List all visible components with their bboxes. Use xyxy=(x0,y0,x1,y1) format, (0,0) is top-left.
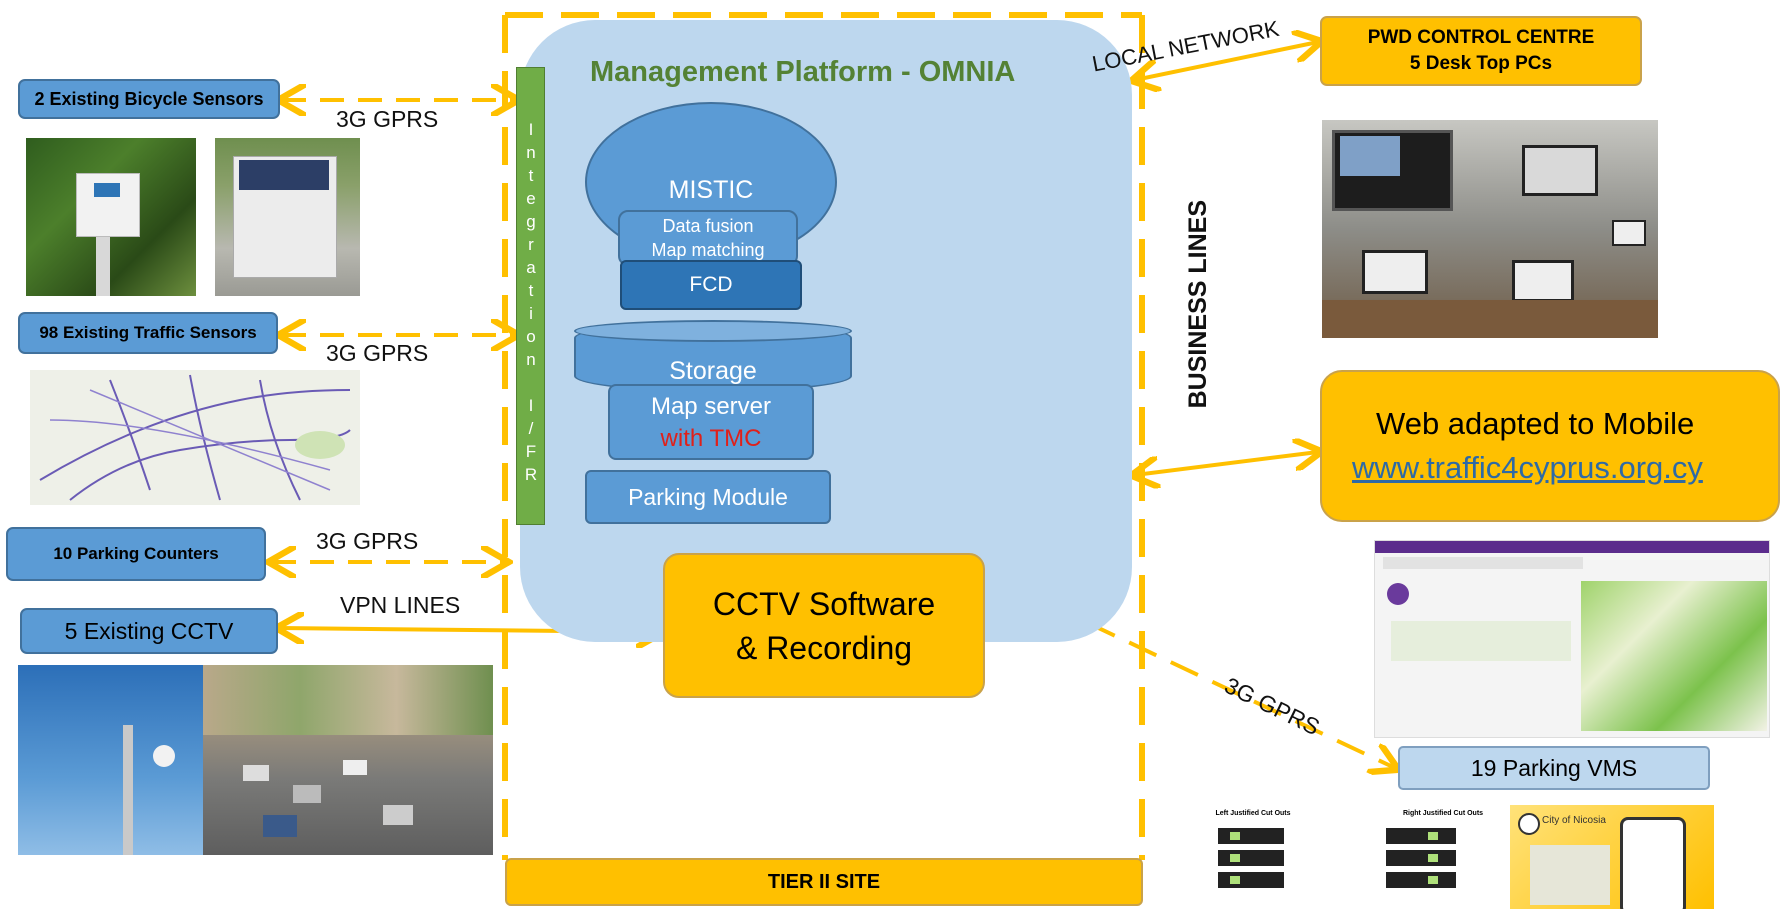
map-matching-label: Map matching xyxy=(651,240,765,260)
traffic-map-image xyxy=(30,370,360,505)
control-centre-photo xyxy=(1322,120,1658,338)
web-url-link[interactable]: www.traffic4cyprus.org.cy xyxy=(1352,450,1703,485)
vpn-lines-label: VPN LINES xyxy=(340,592,461,618)
web-mobile-label: Web adapted to Mobile xyxy=(1376,406,1695,441)
arrow-local-network xyxy=(1135,42,1318,80)
parking-vms-box[interactable]: 19 Parking VMS xyxy=(1398,746,1710,790)
vms-diagram-left: Left Justified Cut Outs xyxy=(1188,810,1318,906)
traffic-sensors-label: 98 Existing Traffic Sensors xyxy=(39,323,257,342)
vms-diagram-right: Right Justified Cut Outs xyxy=(1378,810,1508,906)
tier-site-bar: TIER II SITE xyxy=(505,858,1143,906)
app-brand-label: City of Nicosia xyxy=(1542,815,1606,826)
arrow-web xyxy=(1135,452,1318,475)
integration-bar: Integration I/FR xyxy=(516,67,545,525)
fcd-box: FCD xyxy=(620,260,802,310)
tier-site-label: TIER II SITE xyxy=(767,870,881,893)
gprs-label-2: 3G GPRS xyxy=(326,340,429,366)
bicycle-sensor-photo-2 xyxy=(215,138,360,296)
cctv-cameras-box[interactable]: 5 Existing CCTV xyxy=(20,608,278,654)
integration-label: Integration I/FR xyxy=(521,120,541,488)
parking-module-box[interactable]: Parking Module xyxy=(585,470,831,524)
map-server-label: Map server xyxy=(650,393,772,420)
pwd-control-centre-label: PWD CONTROL CENTRE xyxy=(1367,27,1595,48)
mobile-app-image: City of Nicosia xyxy=(1510,805,1714,909)
parking-counters-box[interactable]: 10 Parking Counters xyxy=(6,527,266,581)
pwd-desktops-label: 5 Desk Top PCs xyxy=(1409,53,1553,74)
cctv-software-line2: & Recording xyxy=(735,629,913,666)
mistic-label: MISTIC xyxy=(668,176,754,204)
bicycle-sensors-label: 2 Existing Bicycle Sensors xyxy=(34,88,264,109)
traffic-sensors-box[interactable]: 98 Existing Traffic Sensors xyxy=(18,312,278,354)
sensor-logo-icon xyxy=(94,183,120,197)
cctv-software-box[interactable]: CCTV Software & Recording xyxy=(663,553,985,698)
cctv-cameras-label: 5 Existing CCTV xyxy=(64,617,234,644)
website-nav-bar xyxy=(1375,541,1769,553)
parking-counters-label: 10 Parking Counters xyxy=(53,544,219,563)
website-logo-icon xyxy=(1387,583,1409,605)
cctv-camera-icon xyxy=(153,745,175,767)
storage-label: Storage xyxy=(669,357,757,385)
street-traffic-photo xyxy=(203,665,493,855)
vms-diagram-right-caption: Right Justified Cut Outs xyxy=(1402,810,1484,817)
cctv-pole-photo xyxy=(18,665,203,855)
platform-title: Management Platform - OMNIA xyxy=(590,56,1016,88)
gprs-label-1: 3G GPRS xyxy=(336,106,439,132)
web-mobile-box[interactable]: Web adapted to Mobile www.traffic4cyprus… xyxy=(1320,370,1780,522)
storage-top xyxy=(574,320,852,342)
map-server-box: Map server with TMC xyxy=(608,384,814,460)
vms-diagram-left-caption: Left Justified Cut Outs xyxy=(1215,810,1291,817)
data-fusion-label: Data fusion xyxy=(662,216,754,236)
phone-icon xyxy=(1620,817,1686,909)
business-lines-label: BUSINESS LINES xyxy=(1184,200,1212,409)
solar-panel-icon xyxy=(239,160,329,190)
cctv-software-line1: CCTV Software xyxy=(712,585,936,622)
with-tmc-label: with TMC xyxy=(660,425,762,452)
city-seal-icon xyxy=(1518,813,1540,835)
website-screenshot xyxy=(1374,540,1770,738)
parking-vms-label: 19 Parking VMS xyxy=(1470,754,1638,781)
parking-module-label: Parking Module xyxy=(628,483,788,510)
bicycle-sensors-box[interactable]: 2 Existing Bicycle Sensors xyxy=(18,79,280,119)
pwd-control-centre-box[interactable]: PWD CONTROL CENTRE 5 Desk Top PCs xyxy=(1320,16,1642,86)
gprs-label-3: 3G GPRS xyxy=(316,528,419,554)
data-fusion-box: Data fusion Map matching xyxy=(618,210,798,266)
bicycle-sensor-photo-1 xyxy=(26,138,196,296)
fcd-label: FCD xyxy=(689,273,733,296)
